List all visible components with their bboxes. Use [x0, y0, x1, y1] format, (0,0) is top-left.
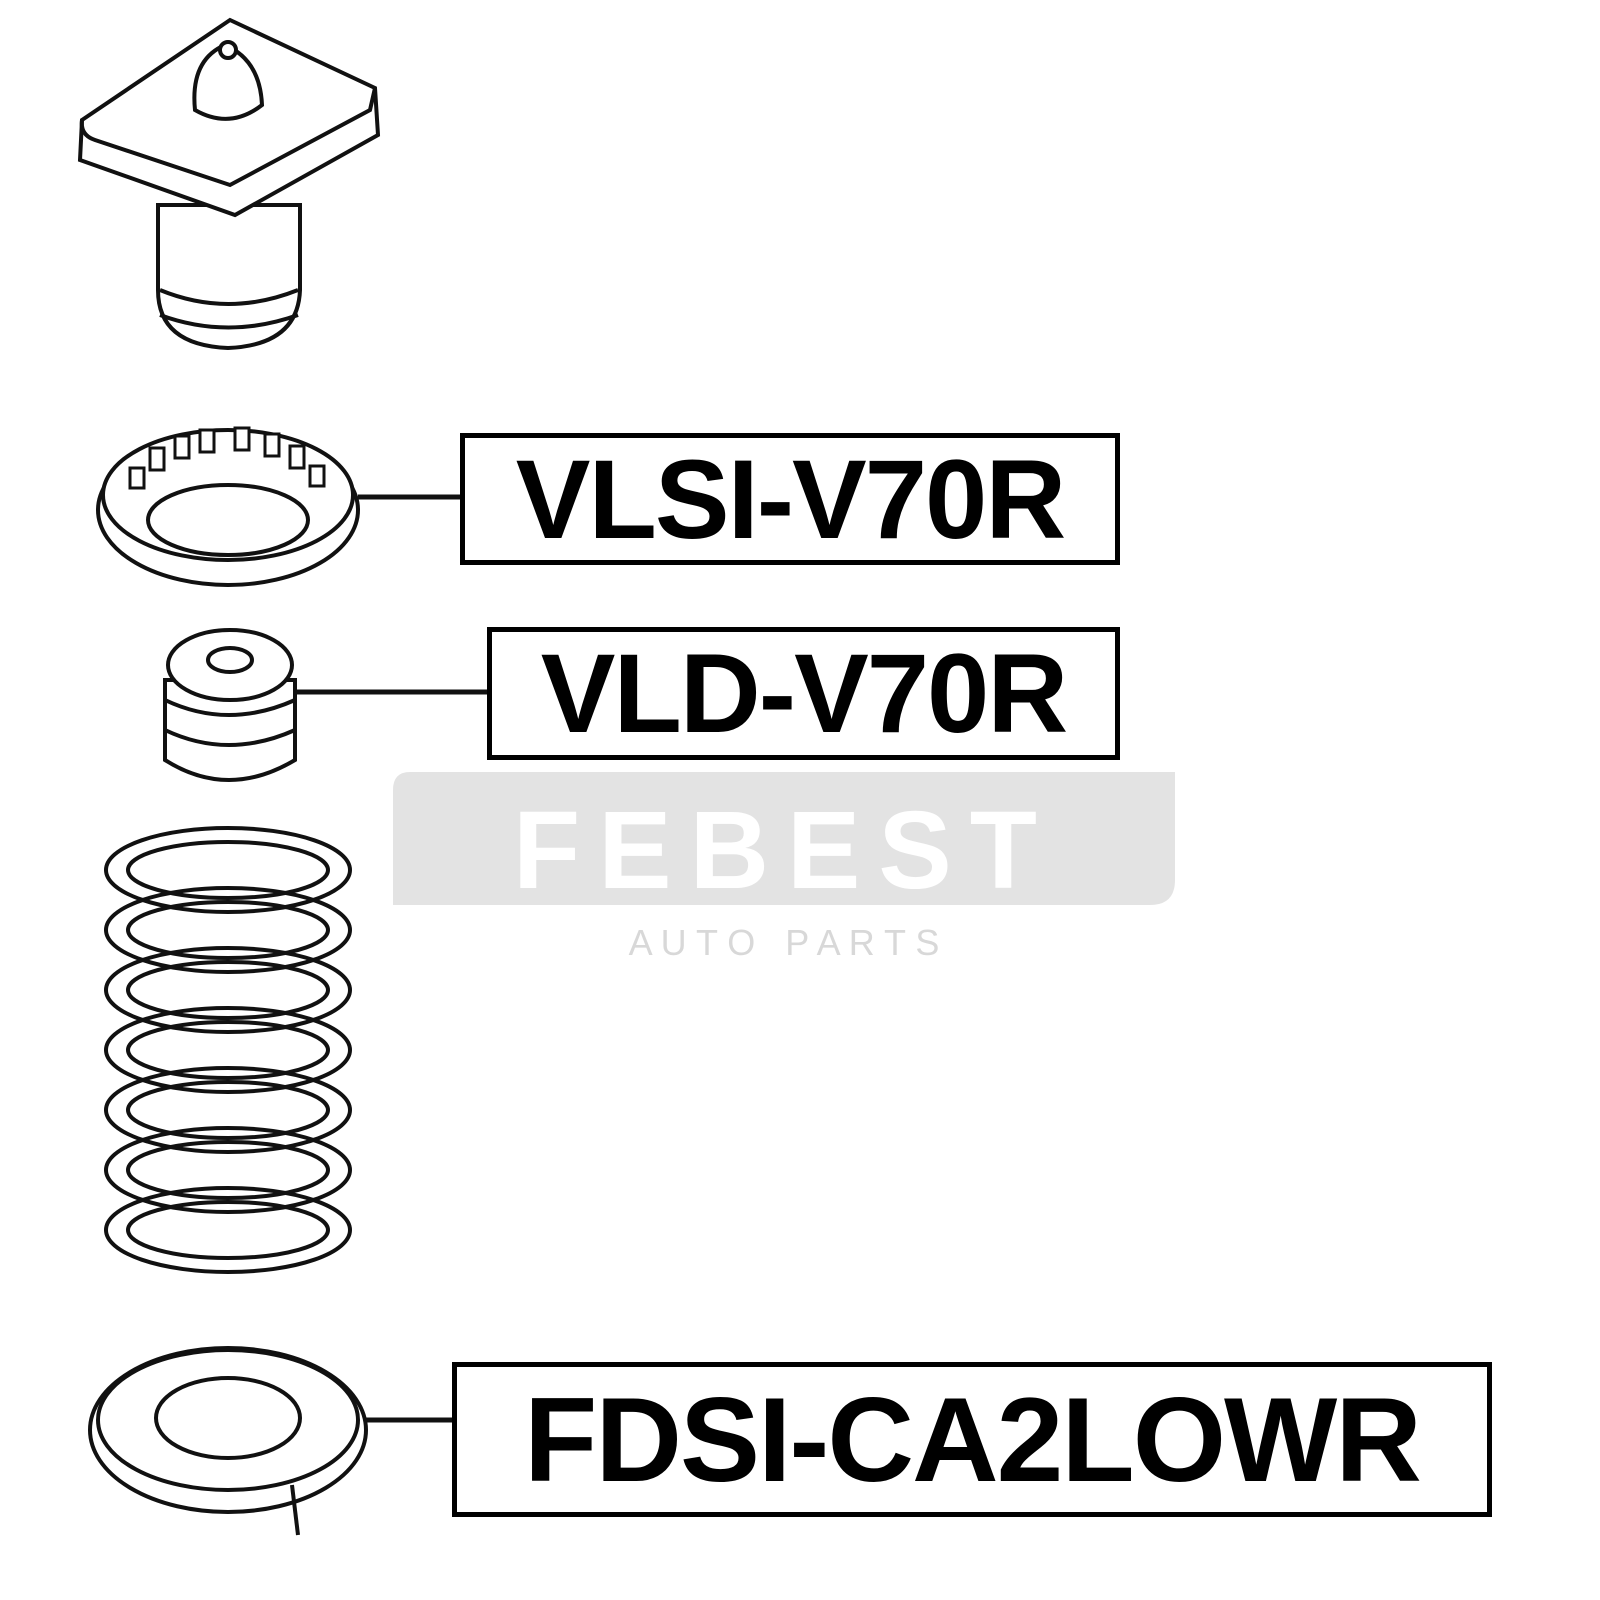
- strut-mount-drawing: [77, 17, 381, 351]
- spring-coil: [104, 826, 352, 914]
- part-label-fdsi[interactable]: FDSI-CA2LOWR: [452, 1362, 1492, 1517]
- part-label-vld[interactable]: VLD-V70R: [487, 627, 1120, 760]
- spring-coil: [126, 960, 330, 1020]
- watermark-tagline: A U T O P A R T S: [629, 922, 940, 963]
- spring-coil: [126, 900, 330, 960]
- part-label-vlsi[interactable]: VLSI-V70R: [460, 433, 1120, 565]
- watermark-background: [393, 772, 1175, 905]
- spring-coil: [126, 1140, 330, 1200]
- spring-coil: [104, 1066, 352, 1154]
- bump-stop-drawing: [163, 628, 490, 782]
- spring-coil: [104, 1006, 352, 1094]
- watermark-brand: FEBEST: [513, 789, 1055, 912]
- spring-coil: [126, 1080, 330, 1140]
- spring-coil: [104, 946, 352, 1034]
- coil-spring-drawing: [104, 826, 352, 1274]
- spring-coil: [126, 840, 330, 900]
- spring-coil: [126, 1200, 330, 1260]
- upper-insulator-drawing: [96, 426, 462, 587]
- spring-coil: [104, 1186, 352, 1274]
- spring-coil: [104, 1126, 352, 1214]
- watermark: FEBEST A U T O P A R T S: [393, 772, 1175, 963]
- lower-insulator-drawing: [88, 1346, 455, 1536]
- spring-coil: [104, 886, 352, 974]
- spring-coil: [126, 1020, 330, 1080]
